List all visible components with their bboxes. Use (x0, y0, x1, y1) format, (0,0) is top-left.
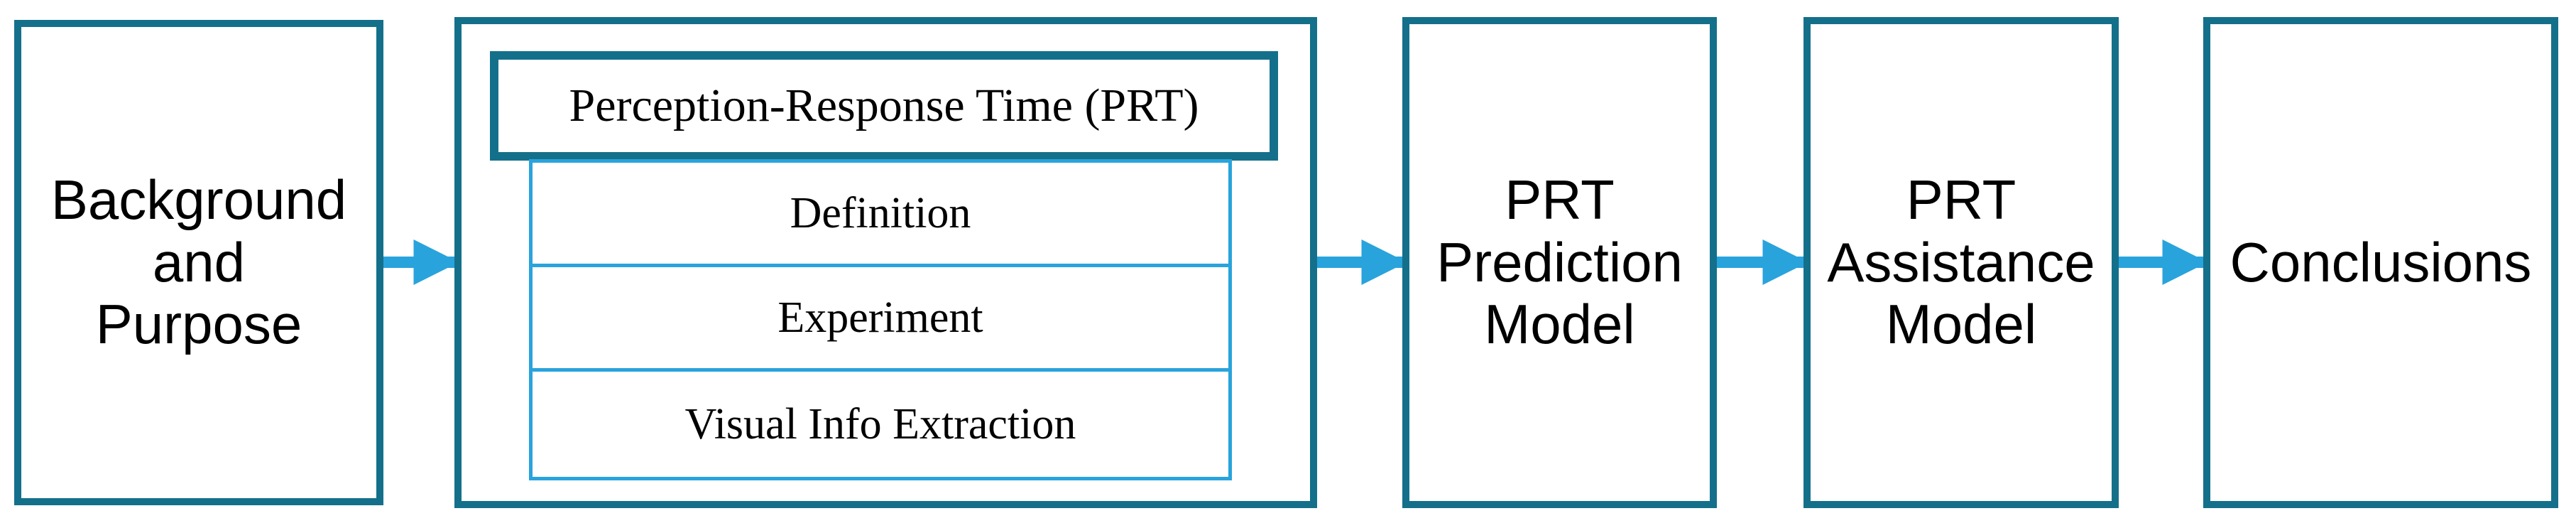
assistance-model-box: PRT Assistance Model (1803, 17, 2119, 508)
prt-item-experiment-text: Experiment (777, 293, 983, 342)
prt-item-visual-info: Visual Info Extraction (529, 368, 1232, 480)
assistance-line-1: PRT (1906, 168, 2016, 232)
prediction-model-box: PRT Prediction Model (1402, 17, 1717, 508)
prt-item-definition: Definition (529, 159, 1232, 267)
background-purpose-box: Background and Purpose (14, 20, 383, 505)
assistance-line-3: Model (1885, 293, 2037, 356)
prt-item-visual-info-text: Visual Info Extraction (684, 399, 1076, 448)
prt-item-experiment: Experiment (529, 264, 1232, 372)
prediction-line-1: PRT (1505, 168, 1615, 232)
prediction-line-2: Prediction (1436, 230, 1683, 293)
background-line-3: Purpose (95, 293, 302, 356)
background-line-1: Background (50, 168, 347, 232)
conclusions-line-1: Conclusions (2230, 230, 2532, 293)
assistance-line-2: Assistance (1827, 230, 2095, 293)
conclusions-box: Conclusions (2203, 17, 2558, 508)
prt-title-box: Perception-Response Time (PRT) (490, 51, 1278, 161)
prt-title-text: Perception-Response Time (PRT) (569, 80, 1199, 131)
background-line-2: and (152, 230, 246, 293)
prediction-line-3: Model (1484, 293, 1635, 356)
prt-item-definition-text: Definition (790, 188, 971, 237)
